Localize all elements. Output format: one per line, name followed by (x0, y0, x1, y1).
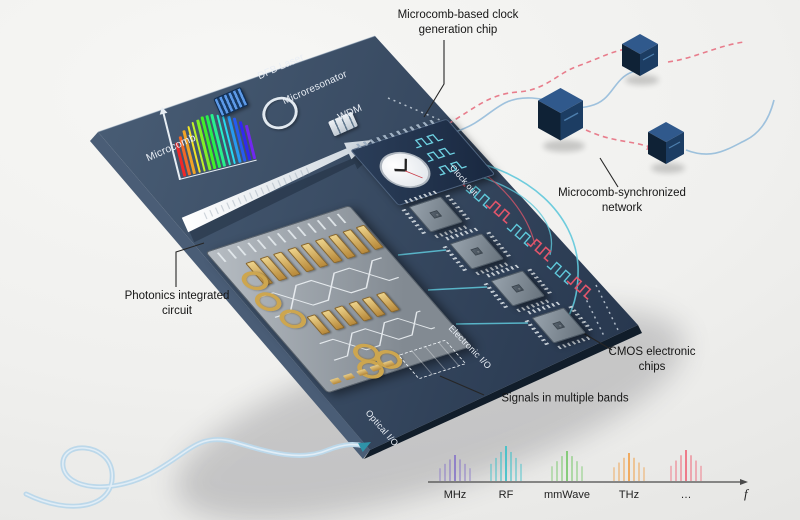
leader-lines (175, 40, 619, 396)
chip-die (470, 247, 484, 256)
coupler-finger (266, 236, 277, 246)
axis-arrow-icon (740, 479, 748, 485)
interferometer-mesh (319, 310, 436, 361)
spectrum-band-label: RF (498, 489, 514, 501)
spectrum-band-label: MHz (443, 489, 467, 501)
coupler-finger (336, 213, 347, 224)
spectrum-band-label: THz (618, 489, 640, 501)
callout-pic: Photonics integrated circuit (125, 289, 230, 319)
callout-network: Microcomb-synchronized network (558, 186, 686, 216)
gold-pad (329, 377, 342, 385)
fiber-arrow-icon (358, 442, 371, 453)
clock-wave-icon (426, 147, 456, 163)
clock-generation-chip (350, 118, 496, 206)
chip-die (552, 321, 566, 330)
photonics-integrated-circuit (205, 205, 473, 394)
callout-line: Microcomb-synchronized (558, 187, 686, 200)
coupler-finger (286, 229, 297, 240)
network (447, 34, 775, 173)
network-blue-links (454, 69, 775, 155)
spectrum-band-label: … (680, 489, 692, 501)
network-node (538, 34, 684, 164)
board-via-dots (387, 97, 619, 337)
coupler-finger (236, 245, 247, 256)
optical-fiber (23, 437, 371, 509)
coupler-finger (226, 249, 237, 259)
callout-clock-chip: Microcomb-based clock generation chip (398, 8, 519, 38)
waveguide-arrow (181, 140, 378, 243)
frequency-axis-label: f (744, 486, 748, 501)
coupler-finger (246, 242, 257, 253)
callout-cmos: CMOS electronic chips (609, 345, 696, 375)
callout-line: generation chip (418, 24, 498, 36)
callout-line: network (601, 202, 643, 214)
coupler-finger (306, 223, 317, 233)
coupler-finger (316, 220, 327, 230)
spectrum-band-label: mmWave (543, 489, 591, 501)
coupler-finger (256, 239, 267, 250)
chip-die (511, 284, 525, 293)
coupler-finger (276, 232, 287, 243)
chip-die (429, 210, 443, 219)
callout-line: Signals in multiple bands (501, 392, 629, 405)
coupler-finger (326, 216, 337, 227)
network-sync-links (447, 41, 745, 148)
spectrum-plot (428, 446, 748, 485)
callout-line: Photonics integrated (124, 290, 230, 303)
callout-line: Microcomb-based clock (397, 9, 519, 22)
callout-line: chips (638, 361, 666, 373)
coupler-finger (216, 252, 227, 263)
coupler-finger (296, 226, 307, 237)
gold-pad (342, 373, 356, 381)
callout-line: circuit (161, 305, 193, 317)
clock-second-hand (405, 170, 423, 179)
clock-wave-icon (438, 161, 468, 176)
clock-wave-icon (414, 133, 444, 149)
interferometer-mesh (257, 257, 400, 318)
callout-signals: Signals in multiple bands (501, 392, 628, 407)
callout-line: CMOS electronic (608, 346, 696, 359)
